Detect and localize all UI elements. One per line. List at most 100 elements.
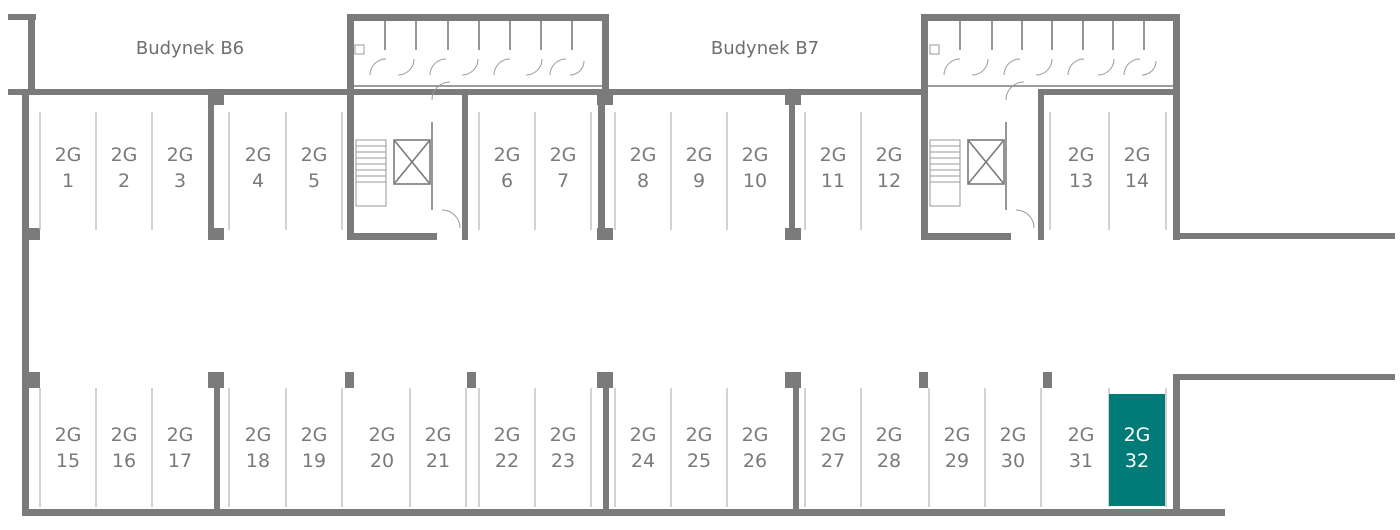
parking-spot-area[interactable]	[807, 392, 859, 504]
spot-number: 32	[1125, 450, 1149, 472]
spot-number: 26	[743, 450, 767, 472]
parking-spot-area[interactable]	[537, 112, 589, 224]
parking-spot-2g-9[interactable]: 2G9	[673, 112, 725, 224]
parking-spot-area[interactable]	[288, 392, 340, 504]
spot-number: 31	[1069, 450, 1093, 472]
parking-spot-area[interactable]	[232, 392, 284, 504]
spot-prefix: 2G	[686, 424, 713, 446]
spot-number: 29	[945, 450, 969, 472]
spot-number: 22	[495, 450, 519, 472]
parking-spot-area[interactable]	[42, 392, 94, 504]
spot-prefix: 2G	[245, 144, 272, 166]
parking-spot-area[interactable]	[537, 392, 589, 504]
spot-number: 17	[168, 450, 192, 472]
spot-number: 15	[56, 450, 80, 472]
service-core-b6	[354, 19, 602, 229]
spot-prefix: 2G	[425, 424, 452, 446]
spot-prefix: 2G	[820, 144, 847, 166]
parking-spot-2g-1[interactable]: 2G1	[42, 112, 94, 224]
spot-number: 1	[62, 170, 74, 192]
parking-spot-area[interactable]	[729, 392, 781, 504]
parking-spot-area[interactable]	[1111, 112, 1163, 224]
parking-spot-area[interactable]	[673, 392, 725, 504]
spot-prefix: 2G	[820, 424, 847, 446]
building-label-b7: Budynek B7	[711, 38, 819, 59]
parking-spot-area[interactable]	[412, 392, 464, 504]
parking-spot-area[interactable]	[931, 392, 983, 504]
parking-spot-area[interactable]	[1055, 392, 1107, 504]
parking-spot-2g-3[interactable]: 2G3	[154, 112, 206, 224]
spot-number: 9	[693, 170, 705, 192]
spot-prefix: 2G	[1124, 144, 1151, 166]
parking-spot-area[interactable]	[154, 392, 206, 504]
spot-prefix: 2G	[742, 144, 769, 166]
parking-spot-area[interactable]	[98, 112, 150, 224]
parking-spot-2g-5[interactable]: 2G5	[288, 112, 340, 224]
spot-number: 3	[174, 170, 186, 192]
spot-prefix: 2G	[1124, 424, 1151, 446]
parking-spot-area[interactable]	[863, 392, 915, 504]
parking-spot-2g-4[interactable]: 2G4	[232, 112, 284, 224]
parking-spot-area[interactable]	[481, 392, 533, 504]
parking-spot-2g-7[interactable]: 2G7	[537, 112, 589, 224]
spot-prefix: 2G	[630, 424, 657, 446]
spot-prefix: 2G	[876, 144, 903, 166]
spot-prefix: 2G	[742, 424, 769, 446]
spot-number: 7	[557, 170, 569, 192]
parking-spot-area[interactable]	[98, 392, 150, 504]
walls	[8, 14, 1395, 516]
parking-spot-area[interactable]	[1109, 394, 1165, 506]
spot-prefix: 2G	[167, 424, 194, 446]
spot-number: 5	[308, 170, 320, 192]
parking-spot-2g-8[interactable]: 2G8	[617, 112, 669, 224]
spot-prefix: 2G	[301, 144, 328, 166]
parking-spot-area[interactable]	[288, 112, 340, 224]
parking-spot-area[interactable]	[729, 112, 781, 224]
parking-spot-area[interactable]	[42, 112, 94, 224]
bay-lines	[39, 112, 1167, 507]
parking-spot-area[interactable]	[154, 112, 206, 224]
parking-spot-area[interactable]	[987, 392, 1039, 504]
parking-spot-area[interactable]	[356, 392, 408, 504]
parking-spot-2g-2[interactable]: 2G2	[98, 112, 150, 224]
parking-spot-area[interactable]	[617, 112, 669, 224]
parking-spot-area[interactable]	[863, 112, 915, 224]
parking-spot-2g-6[interactable]: 2G6	[481, 112, 533, 224]
spot-number: 18	[246, 450, 270, 472]
spot-prefix: 2G	[1068, 424, 1095, 446]
parking-spot-area[interactable]	[673, 112, 725, 224]
spot-prefix: 2G	[686, 144, 713, 166]
parking-spot-area[interactable]	[617, 392, 669, 504]
parking-spot-area[interactable]	[807, 112, 859, 224]
elevator-icon	[393, 122, 433, 210]
elevator-icon	[967, 122, 1007, 210]
spot-prefix: 2G	[55, 424, 82, 446]
parking-spot-area[interactable]	[481, 112, 533, 224]
parking-spot-area[interactable]	[232, 112, 284, 224]
spot-number: 6	[501, 170, 513, 192]
parking-spot-area[interactable]	[1055, 112, 1107, 224]
